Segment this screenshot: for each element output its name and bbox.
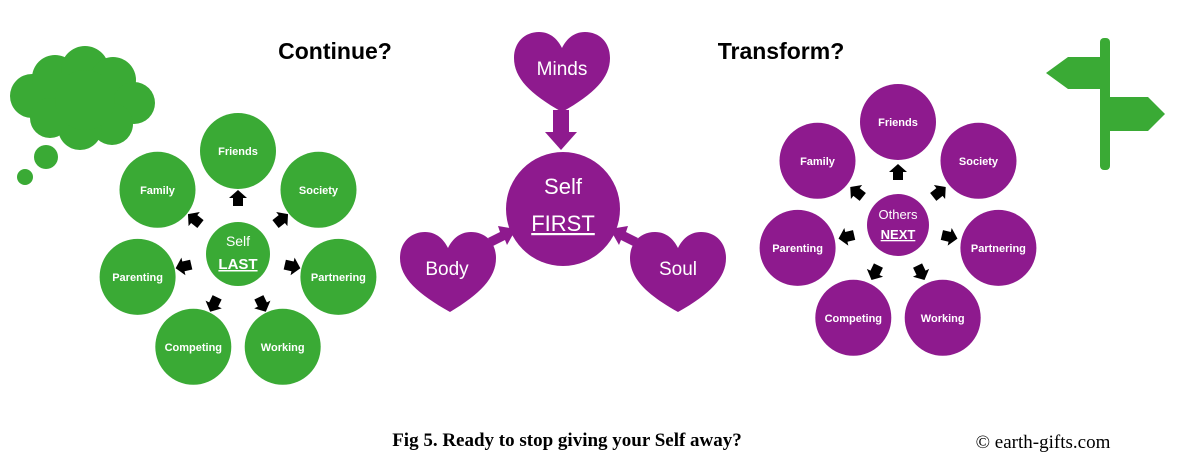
left-arrow-working (254, 295, 271, 312)
signpost-icon (1046, 38, 1165, 170)
left-center-line1: Self (226, 233, 250, 249)
heart-minds-label: Minds (537, 59, 588, 80)
left-node-label-partnering: Partnering (311, 272, 366, 284)
left-node-label-family: Family (140, 185, 176, 197)
heart-body-label: Body (425, 259, 469, 280)
left-node-competing (155, 308, 232, 385)
left-node-label-friends: Friends (218, 146, 258, 158)
right-node-label-friends: Friends (878, 117, 918, 129)
left-arrow-competing (205, 295, 222, 312)
right-arrow-competing (866, 263, 884, 281)
right-arrow-society (930, 184, 946, 201)
left-node-label-competing: Competing (165, 342, 222, 354)
right-arrow-parenting (838, 228, 856, 246)
left-arrow-family (187, 212, 204, 228)
right-node-label-parenting: Parenting (772, 243, 823, 255)
heading-transform: Transform? (718, 38, 845, 64)
heart-soul-label: Soul (659, 259, 697, 280)
left-arrow-partnering (283, 257, 301, 276)
heart-minds (514, 32, 610, 112)
left-node-friends (200, 113, 276, 189)
right-center-line2: NEXT (881, 227, 916, 242)
right-node-working (904, 279, 981, 356)
right-node-family (779, 122, 856, 199)
left-center-circle (206, 222, 270, 286)
right-center-circle (867, 194, 929, 256)
left-arrows (175, 190, 301, 312)
right-center-line1: Others (878, 207, 918, 222)
heading-continue: Continue? (278, 38, 392, 64)
arrow-body-to-self (488, 226, 516, 246)
right-node-friends (860, 84, 936, 160)
left-arrow-parenting (175, 257, 193, 276)
right-node-label-partnering: Partnering (971, 243, 1026, 255)
right-node-label-competing: Competing (825, 313, 882, 325)
right-node-society (940, 122, 1017, 199)
left-arrow-society (272, 212, 289, 228)
right-node-label-society: Society (959, 156, 999, 168)
copyright: © earth-gifts.com (976, 432, 1111, 453)
right-arrow-partnering (940, 228, 958, 246)
left-node-family (119, 151, 196, 228)
left-center-line2: LAST (218, 256, 257, 273)
middle-center-line2: FIRST (531, 211, 595, 236)
left-node-label-parenting: Parenting (112, 272, 163, 284)
right-node-label-working: Working (921, 313, 965, 325)
right-node-partnering (960, 209, 1037, 286)
left-node-parenting (99, 238, 176, 315)
right-node-competing (815, 279, 892, 356)
left-node-partnering (300, 238, 377, 315)
left-node-label-society: Society (299, 185, 339, 197)
right-arrow-working (912, 263, 930, 281)
left-node-working (244, 308, 321, 385)
left-arrow-friends (229, 190, 247, 206)
right-arrow-friends (889, 164, 907, 180)
right-arrow-family (850, 184, 866, 201)
arrow-soul-to-self (610, 226, 638, 246)
left-node-society (280, 151, 357, 228)
left-node-label-working: Working (261, 342, 305, 354)
right-node-parenting (759, 209, 836, 286)
right-arrows (838, 164, 958, 281)
right-node-label-family: Family (800, 156, 836, 168)
arrow-minds-to-self (545, 110, 577, 150)
middle-center-circle (506, 152, 620, 266)
figure-caption: Fig 5. Ready to stop giving your Self aw… (392, 430, 742, 451)
thought-cloud-icon (10, 46, 155, 185)
heart-soul (630, 232, 726, 312)
middle-group: Minds Body Soul Self FIRST (400, 32, 726, 312)
middle-center-line1: Self (544, 174, 583, 199)
heart-body (400, 232, 496, 312)
